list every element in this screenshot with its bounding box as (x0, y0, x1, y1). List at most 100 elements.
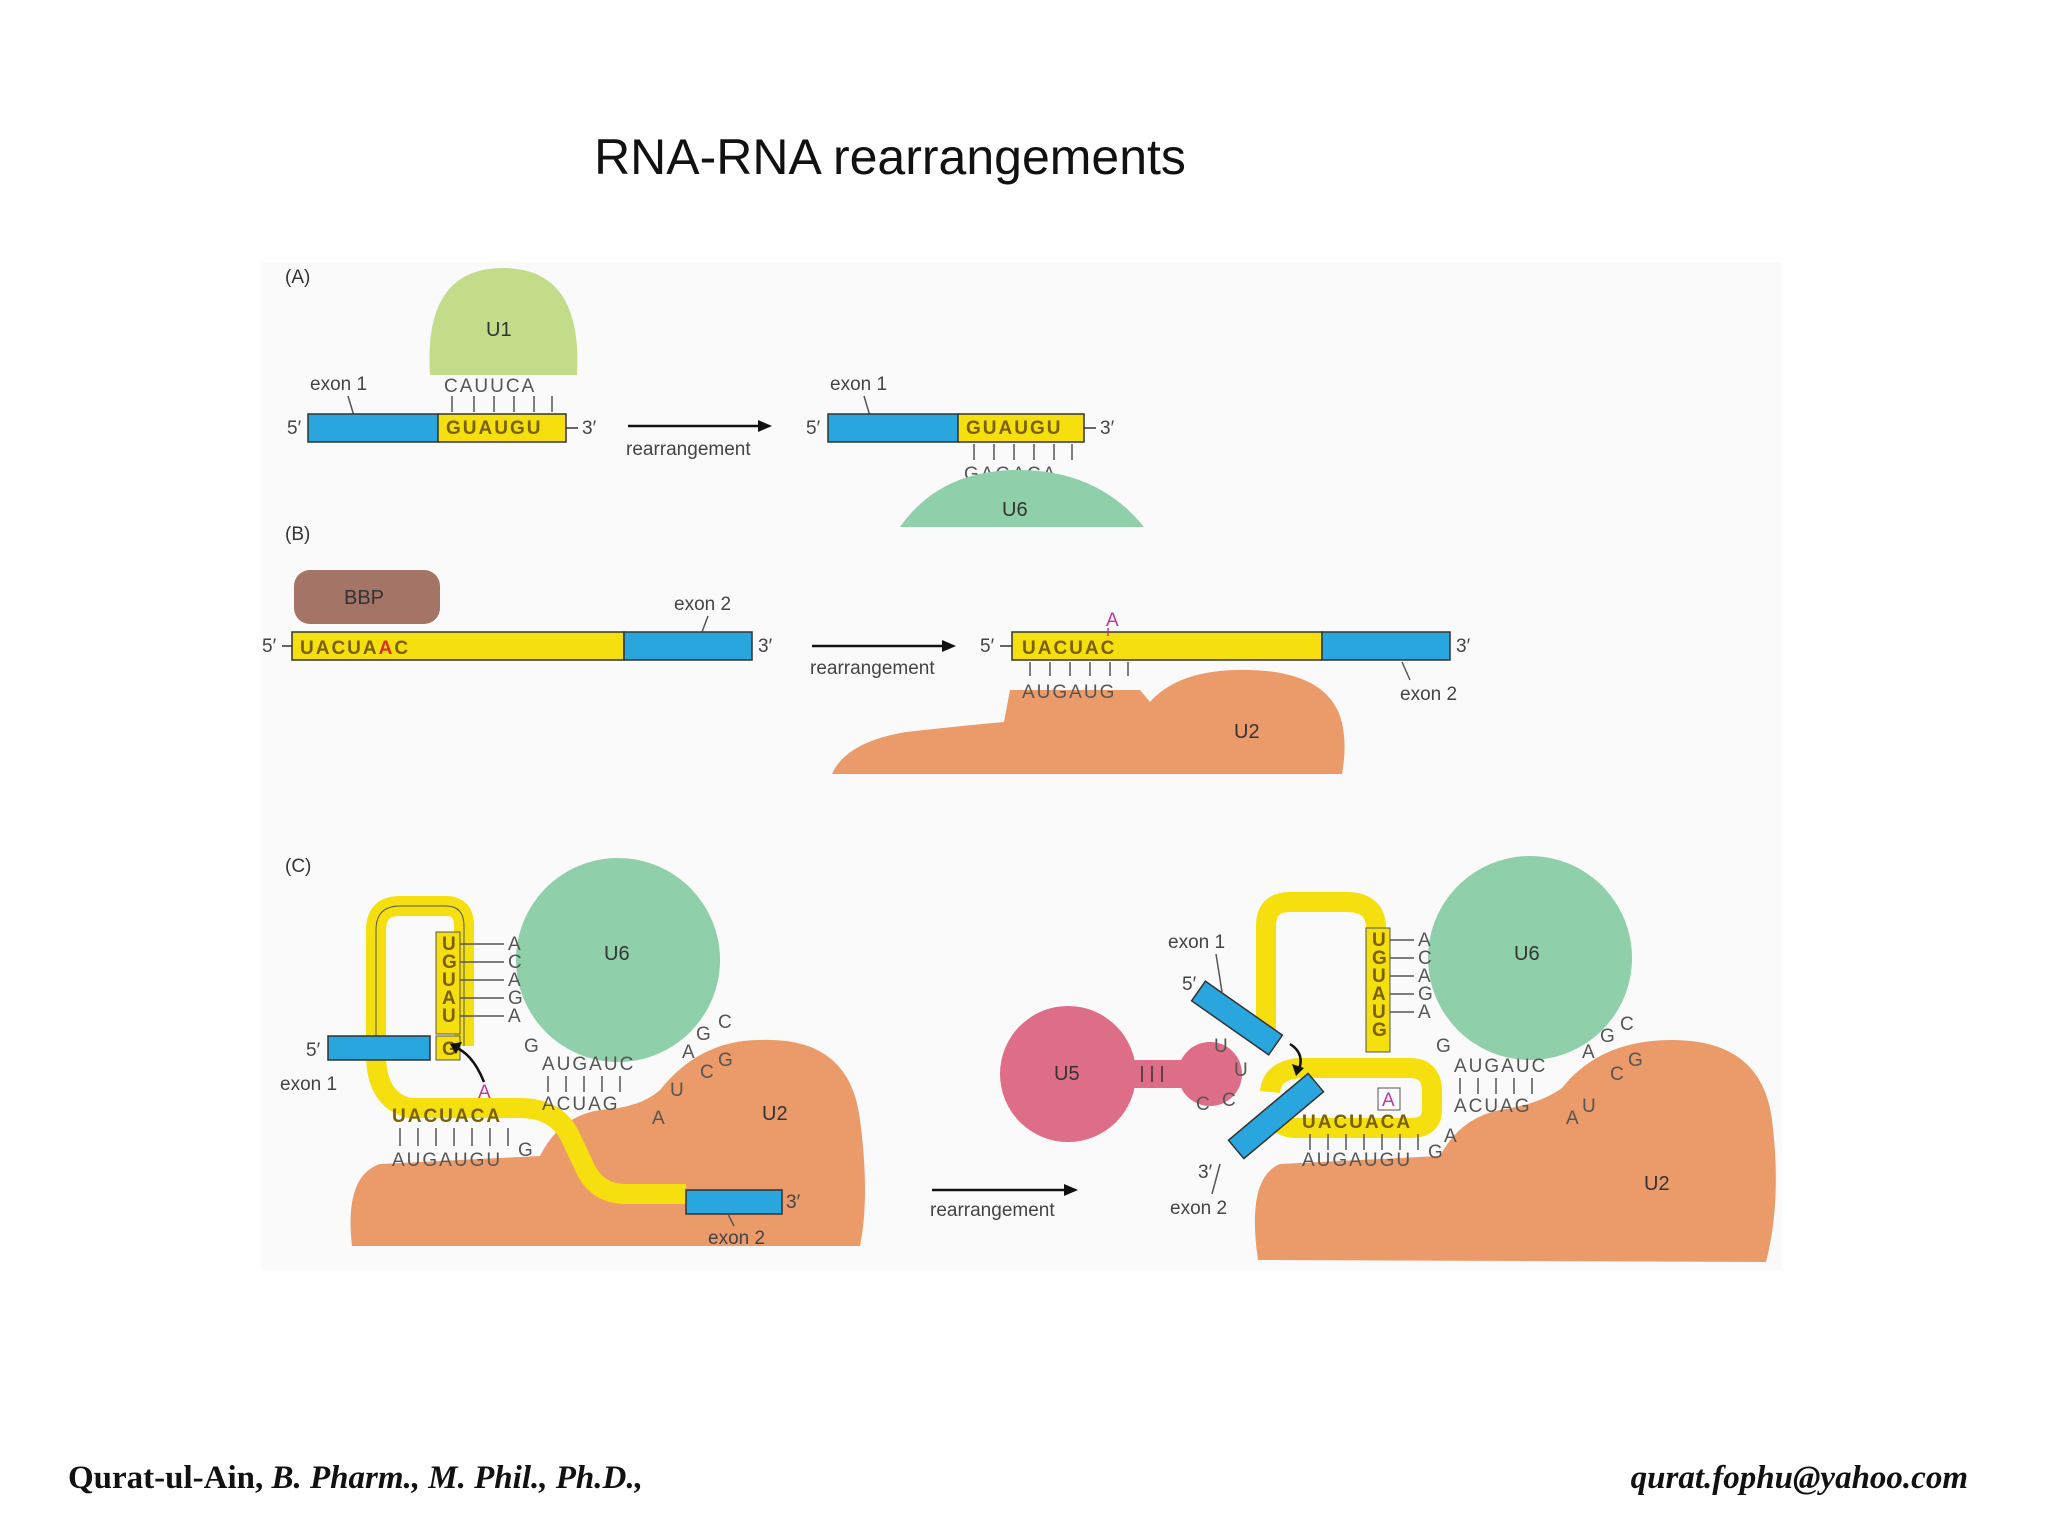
c-right-five-prime: 5′ (1182, 974, 1197, 995)
c-left-intron-outline (375, 905, 465, 1048)
a-intron (437, 413, 567, 443)
svg-text:A: A (1418, 930, 1433, 951)
b-exon2-leader (701, 615, 709, 633)
c-left-three-prime: 3′ (786, 1192, 801, 1213)
svg-text:C: C (1222, 1090, 1238, 1111)
u6-label-a: U6 (1002, 499, 1028, 521)
c-right-loop-g: G (1436, 1036, 1453, 1057)
author-credit: Qurat-ul-Ain, B. Pharm., M. Phil., Ph.D.… (68, 1460, 643, 1497)
c-right-branch-a: A (1382, 1090, 1397, 1111)
u5-label: U5 (1054, 1063, 1080, 1085)
a-r-five-prime: 5′ (806, 418, 821, 439)
svg-text:C: C (508, 952, 524, 973)
svg-text:C: C (1418, 948, 1434, 969)
c-left-loop-u: U (670, 1080, 686, 1101)
c-left-loop-a-bot: A (652, 1108, 667, 1129)
a-arrow-head (758, 420, 772, 432)
a-5ss-seq: GUAUGU (446, 418, 542, 439)
c-right-exon1 (1190, 980, 1284, 1056)
b-r-exon2-label: exon 2 (1400, 684, 1457, 705)
u2-label-c-left: U2 (762, 1103, 788, 1125)
c-right-exon1-label: exon 1 (1168, 932, 1225, 953)
panel-a-label: (A) (285, 267, 310, 288)
c-right-u6-seq: AUGAUC (1454, 1056, 1547, 1077)
b-three-prime: 3′ (758, 636, 773, 657)
c-right-exon2 (1227, 1072, 1325, 1160)
a-arrow-label: rearrangement (626, 439, 751, 460)
b-r-three-prime: 3′ (1456, 636, 1471, 657)
bbp-protein (294, 570, 440, 624)
svg-text:A: A (1418, 1002, 1433, 1023)
a-basepair-lines (451, 396, 553, 412)
a-r-5ss-seq: GUAUGU (966, 418, 1062, 439)
c-arrow-label: rearrangement (930, 1200, 1055, 1221)
b-exon2 (623, 631, 753, 661)
u6-snrnp-c-right (1428, 856, 1632, 1060)
c-left-exon1-label: exon 1 (280, 1074, 337, 1095)
c-left-g-end: G (518, 1140, 535, 1161)
author-name: Qurat-ul-Ain, (68, 1460, 264, 1496)
svg-text:U: U (1372, 966, 1388, 987)
b-branch-seq: UACUAAC (300, 638, 410, 659)
c-left-exon2-leader (727, 1213, 735, 1227)
b-r-basepair-lines (1029, 662, 1129, 676)
b-r-exon2 (1321, 631, 1451, 661)
panel-b-label: (B) (285, 524, 310, 545)
c-right-vert-pairs (1390, 939, 1414, 1013)
b-arrow-head (942, 640, 956, 652)
a-three-prime: 3′ (582, 418, 597, 439)
u5-stem (1130, 1060, 1186, 1088)
c-left-u6-u2-pairs (547, 1076, 621, 1092)
u5-snrnp (1000, 1006, 1136, 1142)
c-left-branch-pairs (399, 1128, 509, 1146)
c-right-exon2-leader (1211, 1163, 1221, 1195)
b-exon2-label: exon 2 (674, 594, 731, 615)
a-r-exon1 (827, 413, 959, 443)
u1-label: U1 (486, 319, 512, 341)
c-left-u6-seq: AUGAUC (542, 1054, 635, 1075)
u5-loop (1178, 1042, 1242, 1106)
u1-snrnp (429, 268, 578, 375)
c-left-exon2-label: exon 2 (708, 1228, 765, 1249)
c-right-branch-seq: UACUACA (1302, 1112, 1412, 1133)
svg-text:G: G (442, 952, 459, 973)
b-r-exon2-leader (1401, 661, 1411, 681)
c-right-u2-seq: ACUAG (1454, 1096, 1532, 1117)
b-five-prime: 5′ (262, 636, 277, 657)
svg-text:A: A (508, 934, 523, 955)
svg-text:A: A (1372, 984, 1388, 1005)
c-right-loop-c2: C (1620, 1014, 1636, 1035)
svg-text:G: G (508, 988, 525, 1009)
svg-text:G: G (1418, 984, 1435, 1005)
c-left-vert-pairs (460, 943, 504, 1017)
splicing-figure: (A) U1 exon 1 5′ 3′ CAUUCA GUAUGU rearra… (262, 267, 1776, 1262)
svg-text:U: U (442, 1006, 458, 1027)
c-left-vert-yellow-seq: U G U A U (442, 934, 459, 1027)
u6-snrnp-a (900, 470, 1144, 527)
svg-text:U: U (442, 970, 458, 991)
b-r-branch-seq: UACUAC (1022, 638, 1116, 659)
c-left-exon1 (327, 1035, 431, 1061)
c-right-exon2-label: exon 2 (1170, 1198, 1227, 1219)
c-right-vert-yellow-seq: U G U A U G (1372, 930, 1389, 1041)
c-left-loop-g: G (524, 1036, 541, 1057)
a-r-exon1-leader (863, 395, 871, 417)
c-right-loop-a-bot: A (1566, 1108, 1581, 1129)
c-left-u2-seq: ACUAG (542, 1094, 620, 1115)
u6-label-c-right: U6 (1514, 943, 1540, 965)
svg-text:C: C (1196, 1094, 1212, 1115)
c-right-yellow-strip (1365, 927, 1391, 1053)
c-left-loop-a: A (682, 1042, 697, 1063)
c-left-loop-c: C (700, 1062, 716, 1083)
c-right-loop-g3: G (1600, 1026, 1617, 1047)
c-right-loop-g2: G (1628, 1050, 1645, 1071)
c-right-intron (1256, 892, 1442, 1138)
c-left-vert-u6-seq: A C A G A (508, 934, 525, 1027)
c-right-loop-c: C (1610, 1064, 1626, 1085)
c-right-u5-letters: U U C C (1196, 1036, 1250, 1115)
svg-text:A: A (508, 970, 523, 991)
a-r-intron (957, 413, 1085, 443)
svg-text:G: G (1372, 1020, 1389, 1041)
svg-text:U: U (1234, 1060, 1250, 1081)
author-email: qurat.fophu@yahoo.com (1630, 1460, 1968, 1496)
